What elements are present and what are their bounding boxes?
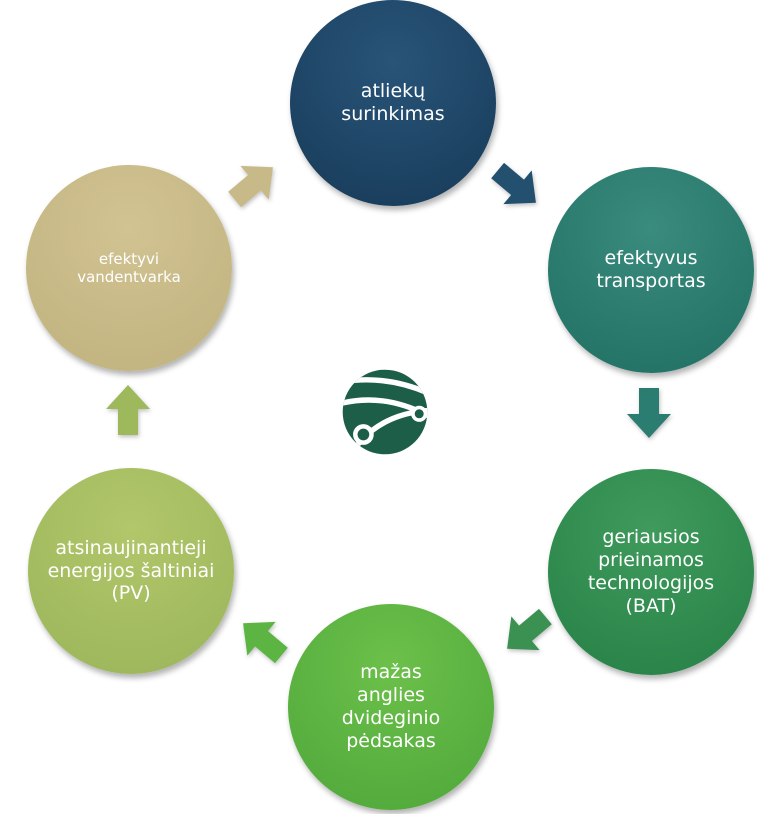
arrow-1-to-2-icon xyxy=(491,162,536,205)
arrow-4-to-5-icon xyxy=(243,621,288,664)
arrow-2-to-3-icon xyxy=(627,388,671,438)
node-renewable-energy: atsinaujinantieji energijos šaltiniai (P… xyxy=(28,468,234,674)
node-low-carbon-footprint: mažas anglies dvideginio pėdsakas xyxy=(288,604,494,810)
arrow-3-to-4-icon xyxy=(507,608,552,651)
arrow-6-to-1-icon xyxy=(228,165,273,208)
arrow-5-to-6-icon xyxy=(106,385,150,435)
node-efficient-transport: efektyvus transportas xyxy=(548,167,754,373)
node-efficient-water-management: efektyvi vandentvarka xyxy=(26,165,232,371)
node-best-available-techniques: geriausios prieinamos technologijos (BAT… xyxy=(548,469,754,675)
globe-logo-icon xyxy=(342,369,428,455)
node-waste-collection: atliekų surinkimas xyxy=(290,0,496,206)
